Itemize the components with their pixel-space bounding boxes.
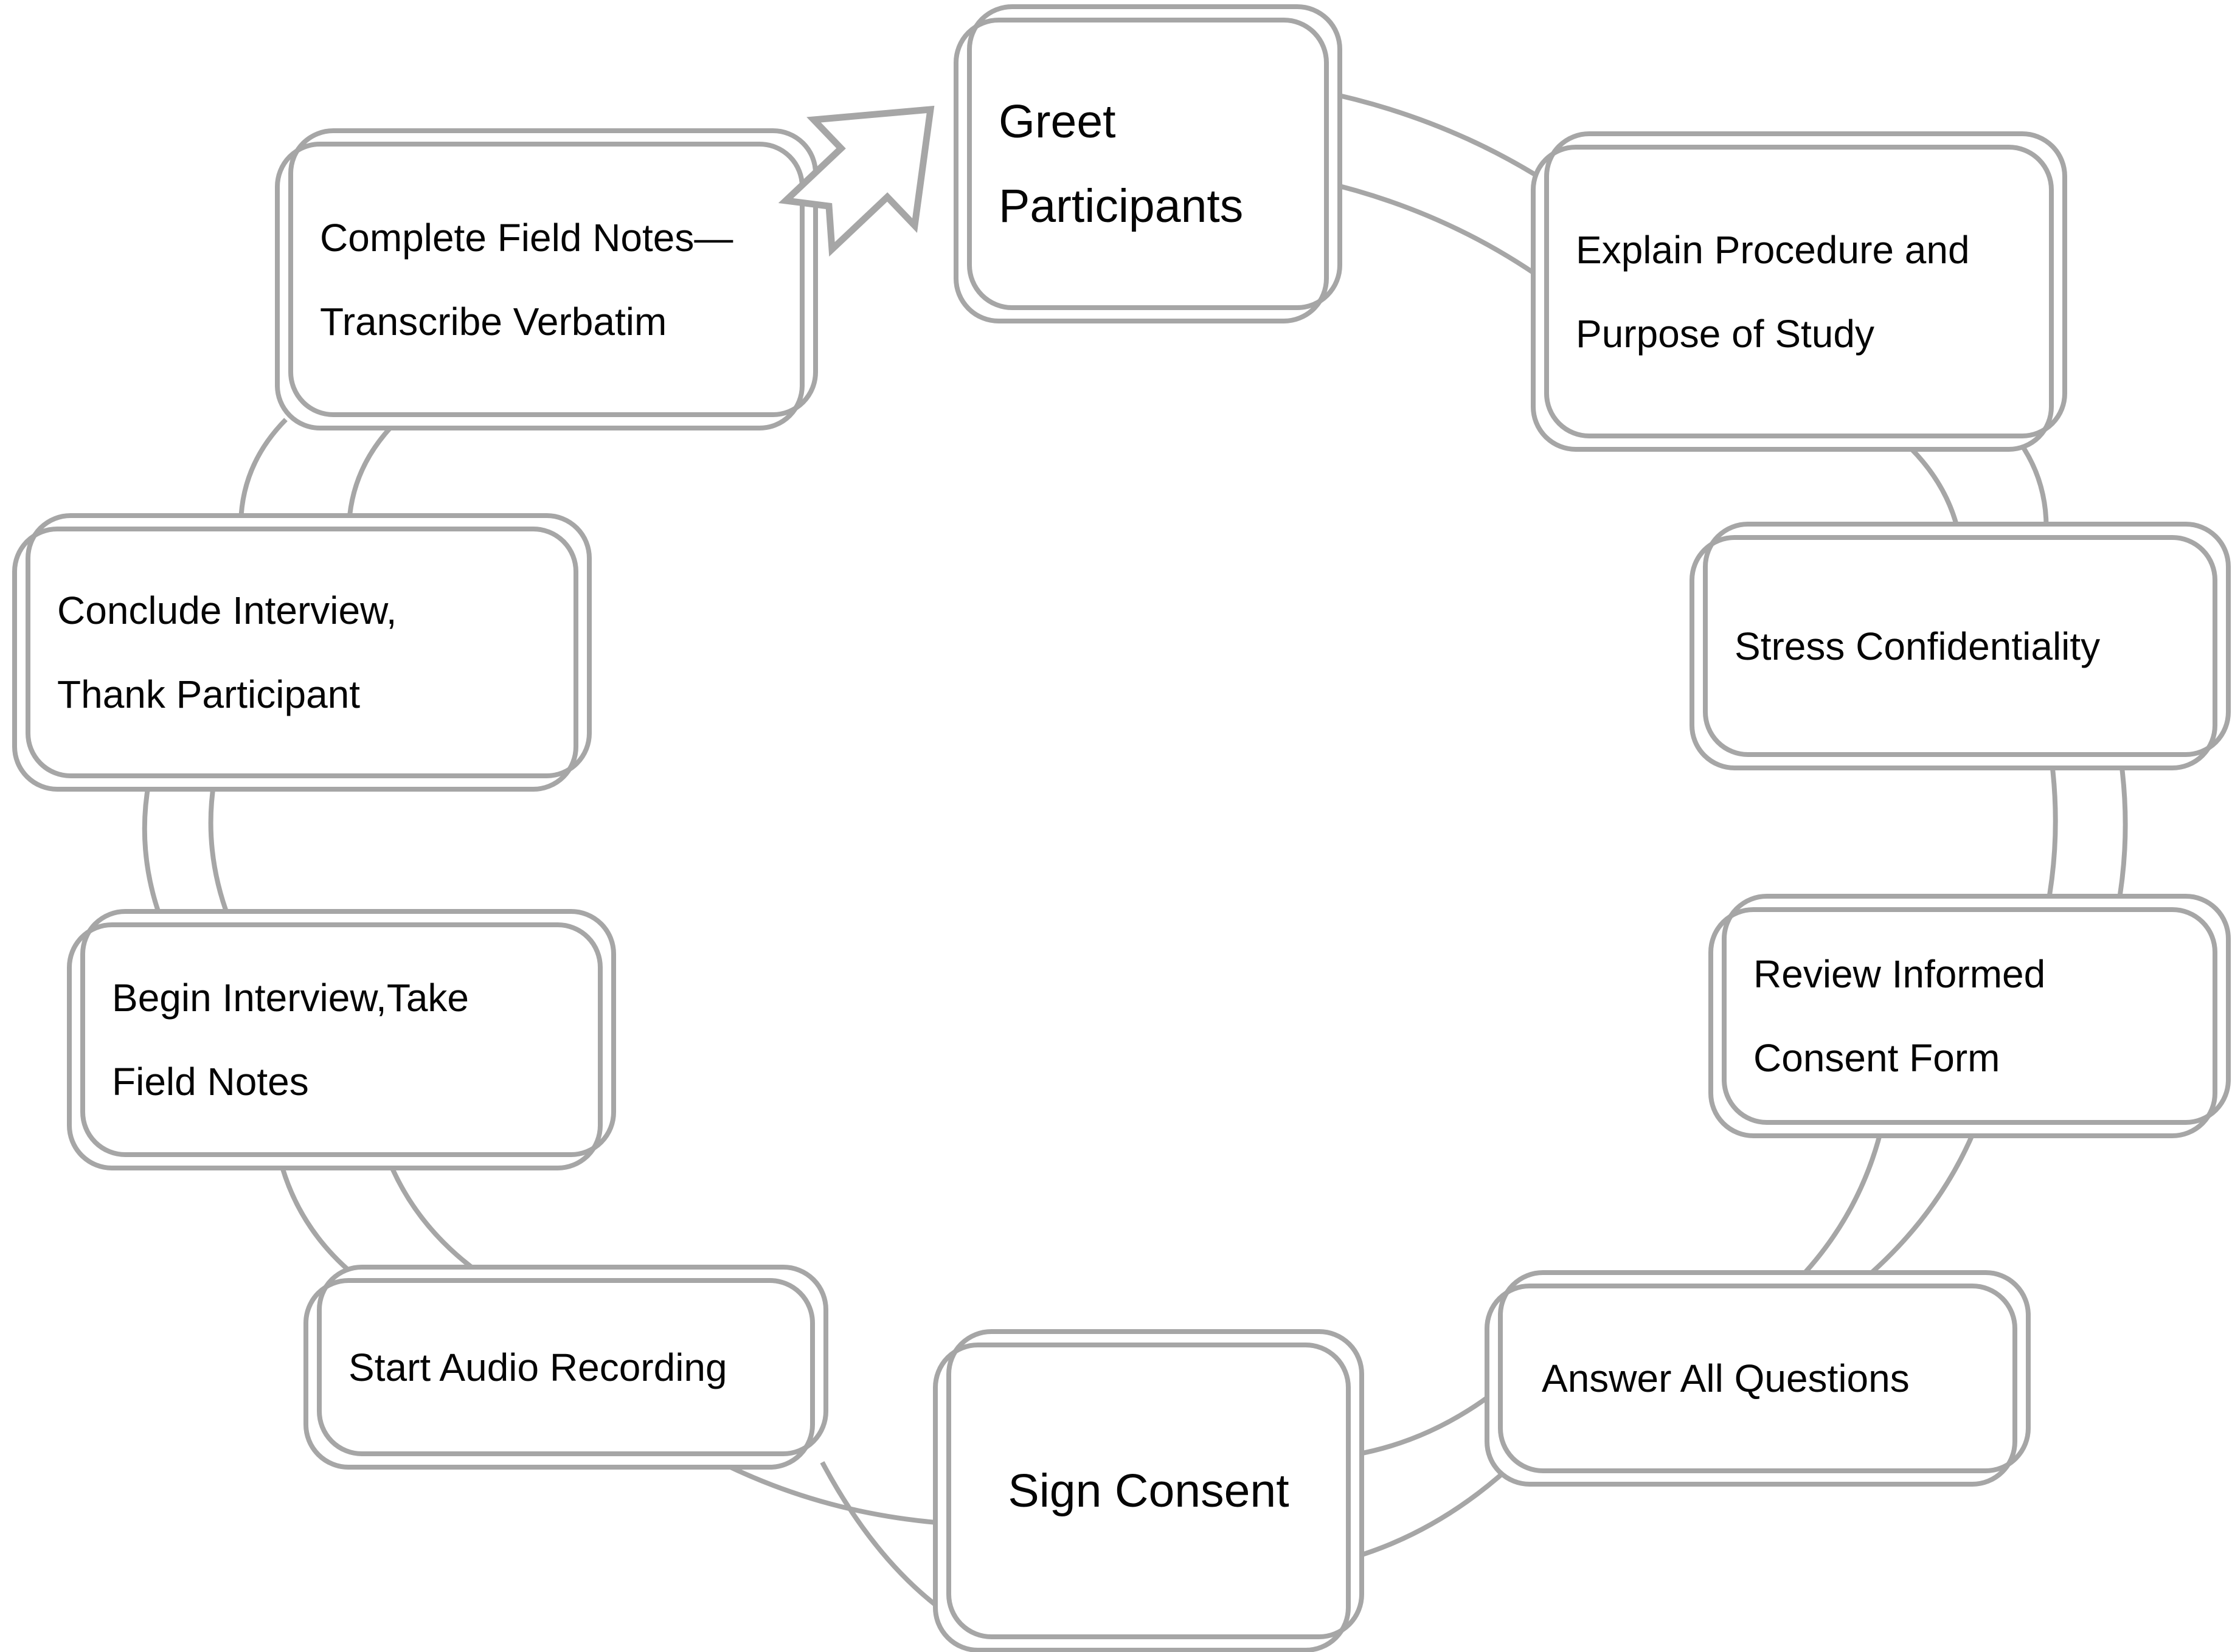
connector <box>707 1454 944 1526</box>
node-explain-procedure: Explain Procedure and Purpose of Study <box>1533 134 2065 449</box>
node-label: Review Informed <box>1753 952 2046 996</box>
connector <box>277 1158 355 1276</box>
node-label: Conclude Interview, <box>57 589 397 632</box>
cycle-direction-arrow-icon <box>778 105 935 257</box>
connector-bands <box>142 89 2128 1614</box>
connector <box>386 1157 482 1276</box>
node-label: Greet <box>999 95 1116 148</box>
node-shape-greet-participants <box>954 4 1342 323</box>
node-review-informed-consent: Review Informed Consent Form <box>1711 896 2228 1136</box>
node-shapes <box>12 4 2231 1652</box>
node-shape-begin-interview <box>67 909 616 1170</box>
node-label: Sign Consent <box>1008 1464 1289 1517</box>
node-answer-all-questions: Answer All Questions <box>1487 1273 2028 1484</box>
node-label: Start Audio Recording <box>348 1345 727 1389</box>
connector <box>1858 1124 1979 1285</box>
connector <box>1319 89 1559 191</box>
node-label: Transcribe Verbatim <box>320 299 667 344</box>
node-shape-conclude-interview <box>12 513 592 792</box>
connector <box>238 418 288 524</box>
node-label: Explain Procedure and <box>1576 227 1970 272</box>
node-stress-confidentiality: Stress Confidentiality <box>1692 524 2228 768</box>
node-start-audio-recording: Start Audio Recording <box>306 1267 826 1467</box>
connector <box>347 418 400 524</box>
node-label: Purpose of Study <box>1576 311 1874 356</box>
node-label: Begin Interview,Take <box>112 976 469 1020</box>
connector <box>142 781 163 919</box>
node-shape-complete-field-notes <box>275 128 818 430</box>
node-complete-field-notes: Complete Field Notes— Transcribe Verbati… <box>277 131 816 428</box>
connector <box>1319 179 1554 288</box>
node-label: Participants <box>999 179 1244 232</box>
node-label: Thank Participant <box>57 672 361 716</box>
node-shape-sign-consent <box>933 1329 1364 1652</box>
connector <box>2045 753 2058 910</box>
connector <box>1356 1384 1504 1457</box>
connector <box>208 781 231 919</box>
node-shape-explain-procedure <box>1531 131 2067 452</box>
node-label: Field Notes <box>112 1060 309 1104</box>
connector <box>1794 1124 1885 1285</box>
node-shape-review-informed-consent <box>1708 894 2231 1138</box>
node-greet-participants: Greet Participants <box>956 7 1340 321</box>
node-label: Complete Field Notes— <box>320 215 733 260</box>
node-shape-answer-all-questions <box>1485 1270 2031 1487</box>
node-shape-start-audio-recording <box>303 1265 828 1470</box>
node-shape-stress-confidentiality <box>1690 522 2231 770</box>
node-label: Consent Form <box>1753 1036 2000 1080</box>
connector <box>1355 1467 1510 1559</box>
node-sign-consent: Sign Consent <box>935 1332 1362 1650</box>
connector <box>2115 753 2128 910</box>
node-begin-interview: Begin Interview,Take Field Notes <box>69 911 614 1168</box>
node-label: Answer All Questions <box>1542 1357 1910 1400</box>
connector <box>820 1461 946 1614</box>
node-conclude-interview: Conclude Interview, Thank Participant <box>15 516 589 789</box>
node-label: Stress Confidentiality <box>1735 624 2101 668</box>
